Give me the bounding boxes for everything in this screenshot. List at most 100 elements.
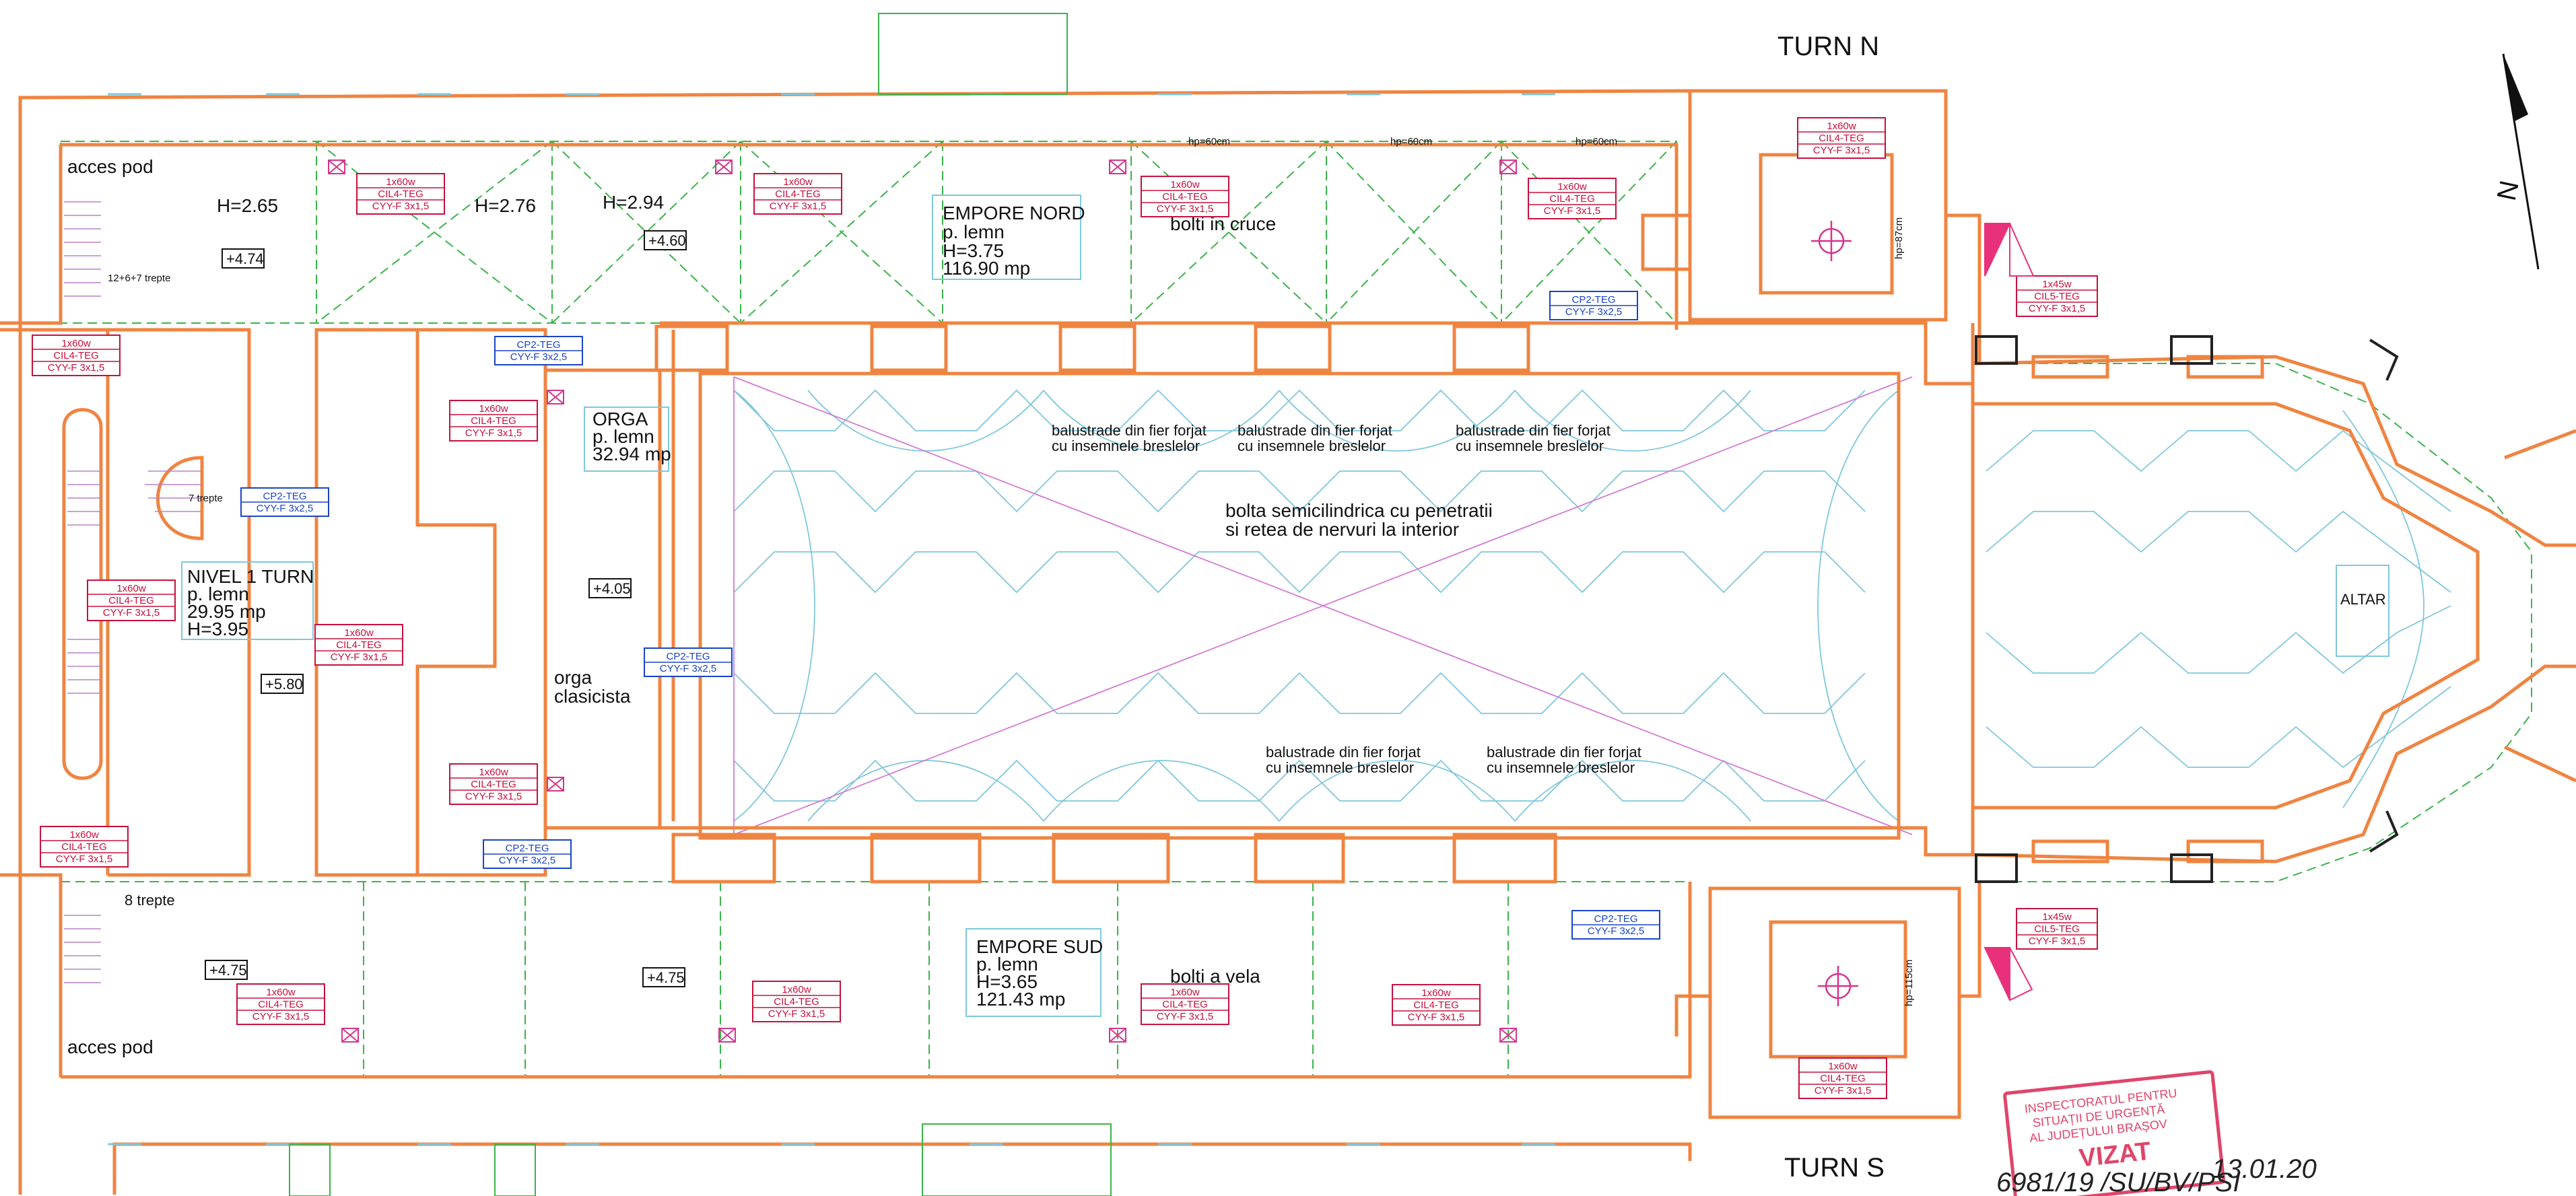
svg-text:CIL5-TEG: CIL5-TEG bbox=[2034, 923, 2080, 935]
svg-text:1x60w: 1x60w bbox=[1828, 1061, 1858, 1072]
svg-text:CYY-F 3x2,5: CYY-F 3x2,5 bbox=[257, 503, 314, 514]
nivel-turn-title: NIVEL 1 TURN bbox=[187, 566, 314, 587]
svg-text:CYY-F 3x1,5: CYY-F 3x1,5 bbox=[1408, 1012, 1465, 1023]
svg-text:CP2-TEG: CP2-TEG bbox=[263, 491, 306, 502]
svg-text:1x60w: 1x60w bbox=[1827, 120, 1856, 132]
nivel-turn-floor: p. lemn bbox=[187, 584, 249, 604]
tower-pendants bbox=[1811, 221, 1858, 1006]
svg-text:CYY-F 3x1,5: CYY-F 3x1,5 bbox=[331, 652, 388, 663]
svg-text:CIL4-TEG: CIL4-TEG bbox=[53, 350, 99, 361]
chancel-ledges bbox=[1975, 335, 2399, 883]
svg-text:+4.75: +4.75 bbox=[647, 969, 685, 986]
gallery-vault-grid bbox=[60, 141, 2532, 1078]
balustrade-3b: cu insemnele breslelor bbox=[1456, 437, 1604, 454]
svg-text:1x60w: 1x60w bbox=[479, 767, 508, 778]
empore-sud-height: H=3.65 bbox=[976, 971, 1038, 992]
nave-diagonals bbox=[733, 376, 1913, 835]
stairs-south-label: 8 trepte bbox=[125, 892, 175, 909]
svg-text:CYY-F 3x1,5: CYY-F 3x1,5 bbox=[56, 853, 113, 865]
svg-text:CIL4-TEG: CIL4-TEG bbox=[1162, 191, 1208, 203]
attic-access-south: acces pod bbox=[67, 1036, 154, 1057]
orga-clasicista-1: orga bbox=[554, 667, 592, 688]
annex-outlines bbox=[289, 13, 1112, 1196]
svg-text:1x60w: 1x60w bbox=[61, 338, 91, 349]
svg-text:1x60w: 1x60w bbox=[1421, 987, 1451, 999]
svg-text:+4.74: +4.74 bbox=[226, 250, 264, 267]
empore-nord-area: 116.90 mp bbox=[943, 258, 1030, 279]
stairs-tower-label: 7 trepte bbox=[189, 493, 223, 504]
north-arrow: N bbox=[2492, 53, 2540, 270]
bolta-line-1: bolta semicilindrica cu penetratii bbox=[1225, 500, 1493, 521]
balustrade-3a: balustrade din fier forjat bbox=[1456, 422, 1611, 439]
svg-text:CYY-F 3x2,5: CYY-F 3x2,5 bbox=[499, 855, 556, 866]
svg-text:CYY-F 3x1,5: CYY-F 3x1,5 bbox=[1815, 1085, 1872, 1096]
svg-text:CYY-F 3x1,5: CYY-F 3x1,5 bbox=[465, 427, 522, 439]
altar-label: ALTAR bbox=[2340, 591, 2386, 608]
svg-text:CIL4-TEG: CIL4-TEG bbox=[378, 188, 423, 200]
svg-text:1x60w: 1x60w bbox=[344, 627, 374, 639]
svg-text:CYY-F 3x2,5: CYY-F 3x2,5 bbox=[510, 351, 568, 363]
balustrade-2a: balustrade din fier forjat bbox=[1238, 422, 1392, 439]
svg-text:CIL4-TEG: CIL4-TEG bbox=[336, 639, 382, 651]
tower-south-title: TURN S bbox=[1784, 1153, 1885, 1183]
tower-north-title: TURN N bbox=[1777, 32, 1879, 61]
stairs bbox=[64, 201, 202, 983]
svg-text:+5.80: +5.80 bbox=[265, 676, 303, 693]
svg-text:CIL4-TEG: CIL4-TEG bbox=[1413, 999, 1459, 1011]
svg-text:CYY-F 3x1,5: CYY-F 3x1,5 bbox=[2029, 936, 2086, 947]
svg-text:+4.05: +4.05 bbox=[593, 580, 631, 597]
svg-text:1x60w: 1x60w bbox=[69, 829, 99, 841]
stamp-date: 13.01.20 bbox=[2212, 1154, 2317, 1184]
svg-text:CYY-F 3x1,5: CYY-F 3x1,5 bbox=[1544, 205, 1601, 217]
svg-text:CIL4-TEG: CIL4-TEG bbox=[1549, 193, 1595, 205]
balustrade-2b: cu insemnele breslelor bbox=[1238, 437, 1386, 454]
approval-stamp: INSPECTORATUL PENTRU SITUAȚII DE URGENȚĂ… bbox=[1996, 1070, 2317, 1196]
svg-text:1x45w: 1x45w bbox=[2042, 911, 2072, 923]
balustrade-1b: cu insemnele breslelor bbox=[1052, 437, 1200, 454]
balustrade-4a: balustrade din fier forjat bbox=[1266, 744, 1421, 761]
svg-text:1x60w: 1x60w bbox=[479, 403, 508, 415]
svg-text:CP2-TEG: CP2-TEG bbox=[666, 651, 710, 662]
svg-text:+4.75: +4.75 bbox=[209, 962, 247, 979]
stairs-north-label: 12+6+7 trepte bbox=[108, 273, 170, 284]
svg-text:CYY-F 3x2,5: CYY-F 3x2,5 bbox=[1565, 306, 1623, 318]
svg-text:CIL4-TEG: CIL4-TEG bbox=[1162, 999, 1208, 1010]
svg-text:CYY-F 3x2,5: CYY-F 3x2,5 bbox=[660, 663, 717, 674]
svg-text:1x60w: 1x60w bbox=[783, 176, 813, 188]
svg-text:CIL4-TEG: CIL4-TEG bbox=[471, 415, 516, 427]
bolti-vela: bolti a vela bbox=[1170, 966, 1260, 987]
svg-text:1x60w: 1x60w bbox=[782, 984, 811, 995]
svg-text:1x60w: 1x60w bbox=[386, 176, 415, 188]
hp115: hp=115cm bbox=[1903, 960, 1915, 1006]
svg-text:CP2-TEG: CP2-TEG bbox=[505, 843, 549, 854]
balustrade-5b: cu insemnele breslelor bbox=[1487, 759, 1635, 776]
empore-nord-title: EMPORE NORD bbox=[943, 203, 1085, 223]
empore-nord-floor: p. lemn bbox=[943, 221, 1005, 242]
balustrade-1a: balustrade din fier forjat bbox=[1052, 422, 1207, 439]
orga-title: ORGA bbox=[592, 409, 648, 429]
svg-text:1x60w: 1x60w bbox=[1557, 181, 1587, 192]
svg-text:CYY-F 3x1,5: CYY-F 3x1,5 bbox=[1157, 203, 1214, 215]
svg-text:1x60w: 1x60w bbox=[266, 987, 296, 998]
nivel-turn-area: 29.95 mp bbox=[187, 601, 266, 622]
room-labels: acces pod acces pod H=2.65 H=2.76 H=2.94… bbox=[67, 136, 2389, 1057]
